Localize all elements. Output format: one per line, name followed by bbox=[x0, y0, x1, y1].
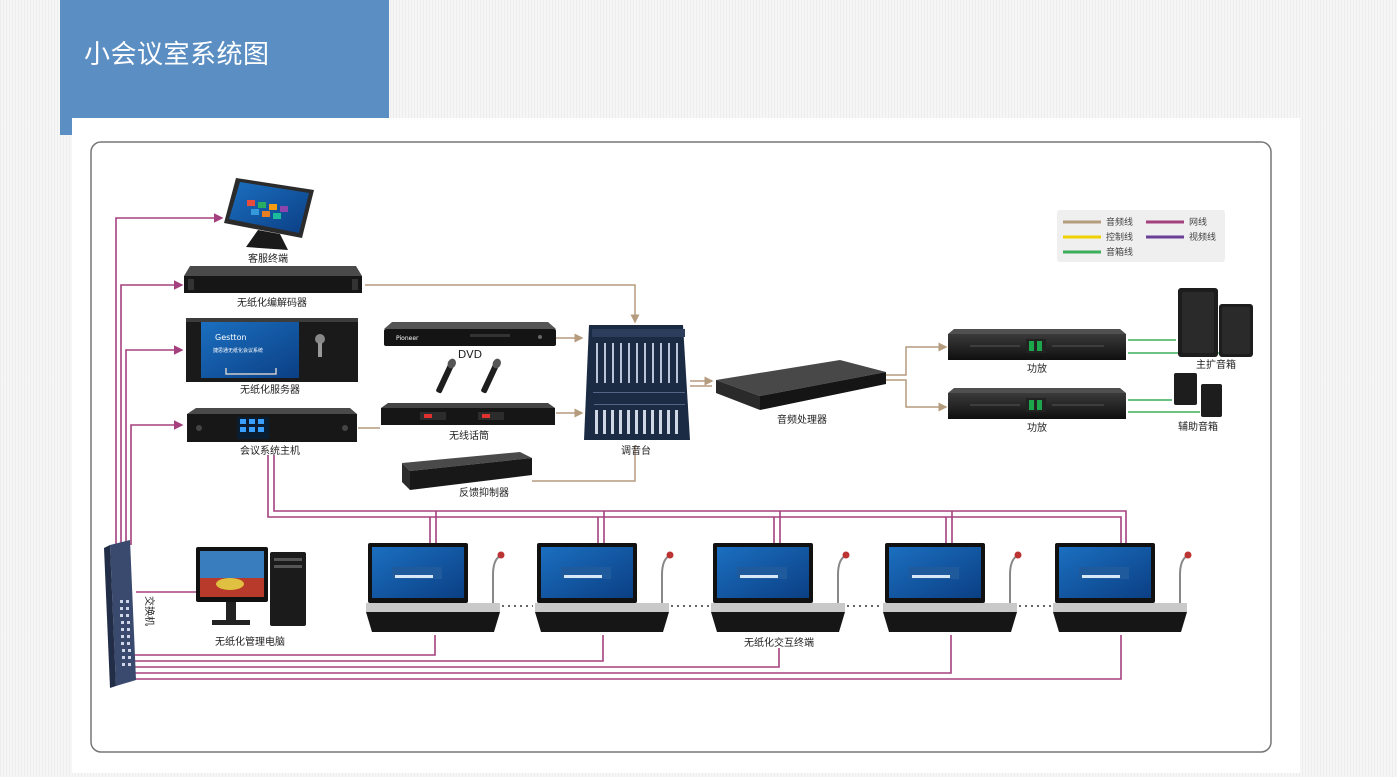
legend-video-label: 视频线 bbox=[1189, 231, 1216, 243]
server-device: Gestton 捷思通无纸化会议系统 bbox=[186, 318, 358, 382]
amp2-device bbox=[948, 388, 1126, 419]
amp2-label: 功放 bbox=[1027, 421, 1047, 434]
management-pc-label: 无纸化管理电脑 bbox=[215, 635, 285, 648]
server-label: 无纸化服务器 bbox=[240, 383, 300, 396]
interactive-terminal-3 bbox=[711, 543, 850, 632]
management-pc-device bbox=[196, 547, 306, 626]
aux-speakers bbox=[1174, 373, 1222, 417]
amp1-device bbox=[948, 329, 1126, 360]
interactive-terminal-1 bbox=[366, 543, 505, 632]
audio-processor-device bbox=[716, 360, 886, 410]
switch-label: 交换机 bbox=[143, 596, 156, 626]
switch-device bbox=[104, 540, 136, 688]
legend: 音频线 网线 控制线 视频线 音箱线 bbox=[1057, 210, 1225, 262]
mixer-device bbox=[584, 325, 690, 440]
network-lines bbox=[115, 213, 1127, 680]
audio-lines bbox=[358, 284, 948, 482]
legend-audio-label: 音频线 bbox=[1106, 216, 1133, 228]
conference-host-device bbox=[187, 408, 357, 442]
mixer-label: 调音台 bbox=[621, 444, 651, 457]
audio-processor-label: 音频处理器 bbox=[777, 413, 827, 426]
feedback-suppressor-device bbox=[402, 452, 532, 490]
wireless-mic-label: 无线话筒 bbox=[449, 429, 489, 442]
legend-speaker-label: 音箱线 bbox=[1106, 246, 1133, 258]
interactive-terminal-label: 无纸化交互终端 bbox=[744, 636, 814, 649]
codec-device bbox=[184, 266, 362, 293]
client-terminal-label: 客服终端 bbox=[248, 252, 288, 265]
server-subtitle: 捷思通无纸化会议系统 bbox=[213, 347, 263, 354]
dvd-label: DVD bbox=[458, 348, 482, 361]
main-speaker-label: 主扩音箱 bbox=[1196, 358, 1236, 371]
server-brand: Gestton bbox=[215, 333, 247, 342]
page-title: 小会议室系统图 bbox=[84, 40, 270, 70]
interactive-terminal-2 bbox=[535, 543, 674, 632]
legend-control-label: 控制线 bbox=[1106, 231, 1133, 243]
aux-speaker-label: 辅助音箱 bbox=[1178, 420, 1218, 433]
interactive-terminal-4 bbox=[883, 543, 1022, 632]
amp1-label: 功放 bbox=[1027, 362, 1047, 375]
conference-host-label: 会议系统主机 bbox=[240, 444, 300, 457]
legend-network-label: 网线 bbox=[1189, 216, 1207, 228]
dvd-device: Pioneer bbox=[384, 322, 556, 346]
feedback-suppressor-label: 反馈抑制器 bbox=[459, 486, 509, 499]
codec-label: 无纸化编解码器 bbox=[237, 296, 307, 309]
interactive-terminal-5 bbox=[1053, 543, 1192, 632]
client-terminal bbox=[224, 178, 314, 250]
wireless-mic-device bbox=[381, 358, 555, 425]
title-block: 小会议室系统图 bbox=[60, 0, 389, 135]
diagram-frame bbox=[90, 141, 1272, 753]
dvd-brand: Pioneer bbox=[396, 335, 419, 342]
main-speakers bbox=[1178, 288, 1253, 357]
